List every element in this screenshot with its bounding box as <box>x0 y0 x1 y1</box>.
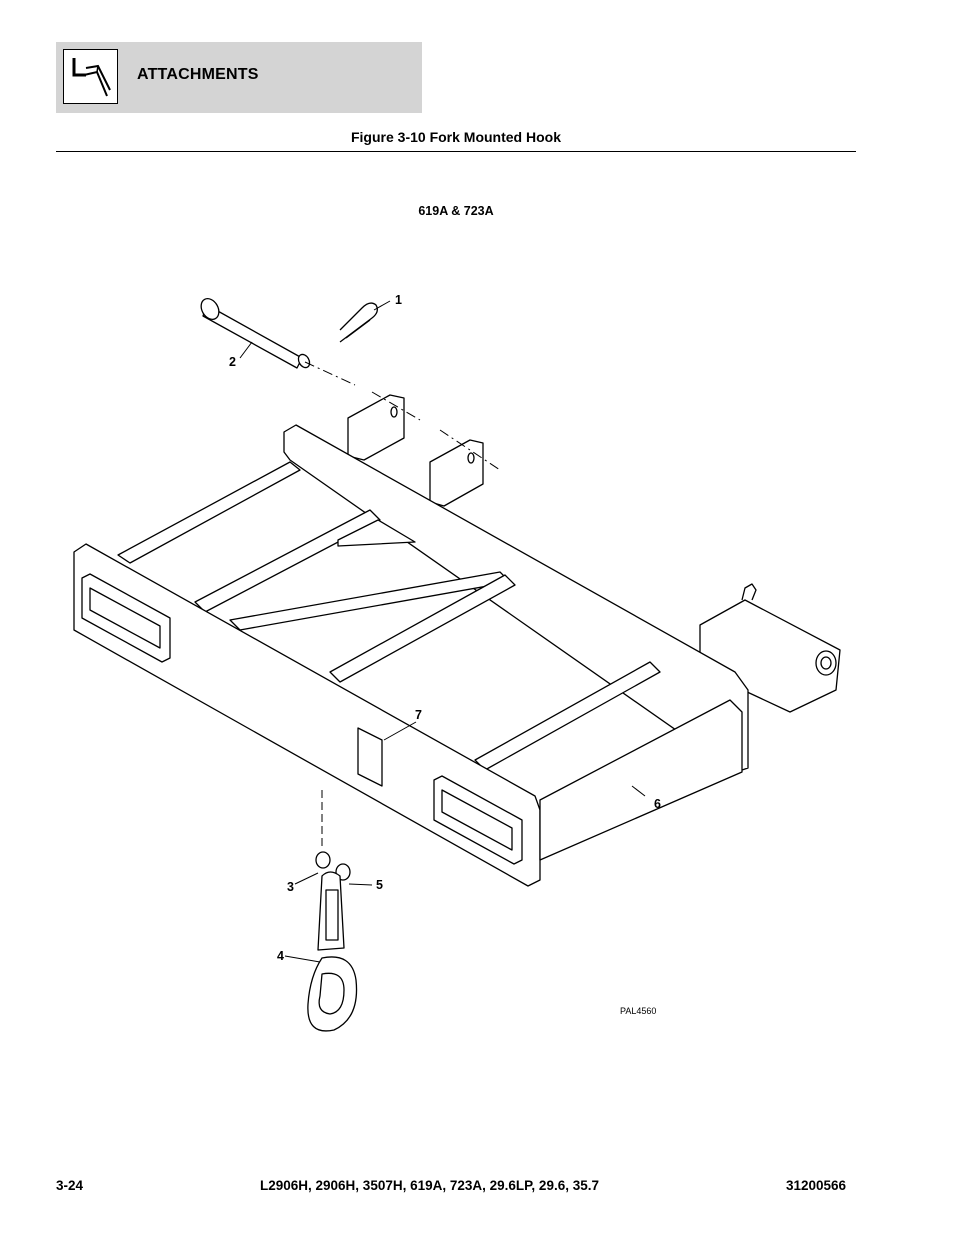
drawing-number: PAL4560 <box>620 1006 657 1016</box>
wedge-plate <box>337 519 416 547</box>
callout-7: 7 <box>415 708 422 722</box>
decal-part <box>357 727 383 787</box>
callout-5: 5 <box>376 878 383 892</box>
rear-left-tab <box>347 394 405 461</box>
figure-title: Figure 3-10 Fork Mounted Hook <box>350 129 561 145</box>
hook-assembly-part <box>307 851 358 1032</box>
model-list: L2906H, 2906H, 3507H, 619A, 723A, 29.6LP… <box>260 1178 599 1193</box>
page-number: 3-24 <box>56 1178 84 1193</box>
callout-4: 4 <box>277 949 284 963</box>
model-label: 619A & 723A <box>418 204 494 218</box>
attachment-section-icon <box>63 49 118 104</box>
document-number: 31200566 <box>786 1178 847 1193</box>
header-rule <box>56 151 856 152</box>
callout-3: 3 <box>287 880 294 894</box>
callout-1: 1 <box>395 293 402 307</box>
callout-2: 2 <box>229 355 236 369</box>
retaining-clip-part <box>339 302 378 343</box>
pin-part <box>200 298 311 369</box>
callout-6: 6 <box>654 797 661 811</box>
rear-right-tab <box>429 439 484 507</box>
section-title: ATTACHMENTS <box>137 66 259 83</box>
